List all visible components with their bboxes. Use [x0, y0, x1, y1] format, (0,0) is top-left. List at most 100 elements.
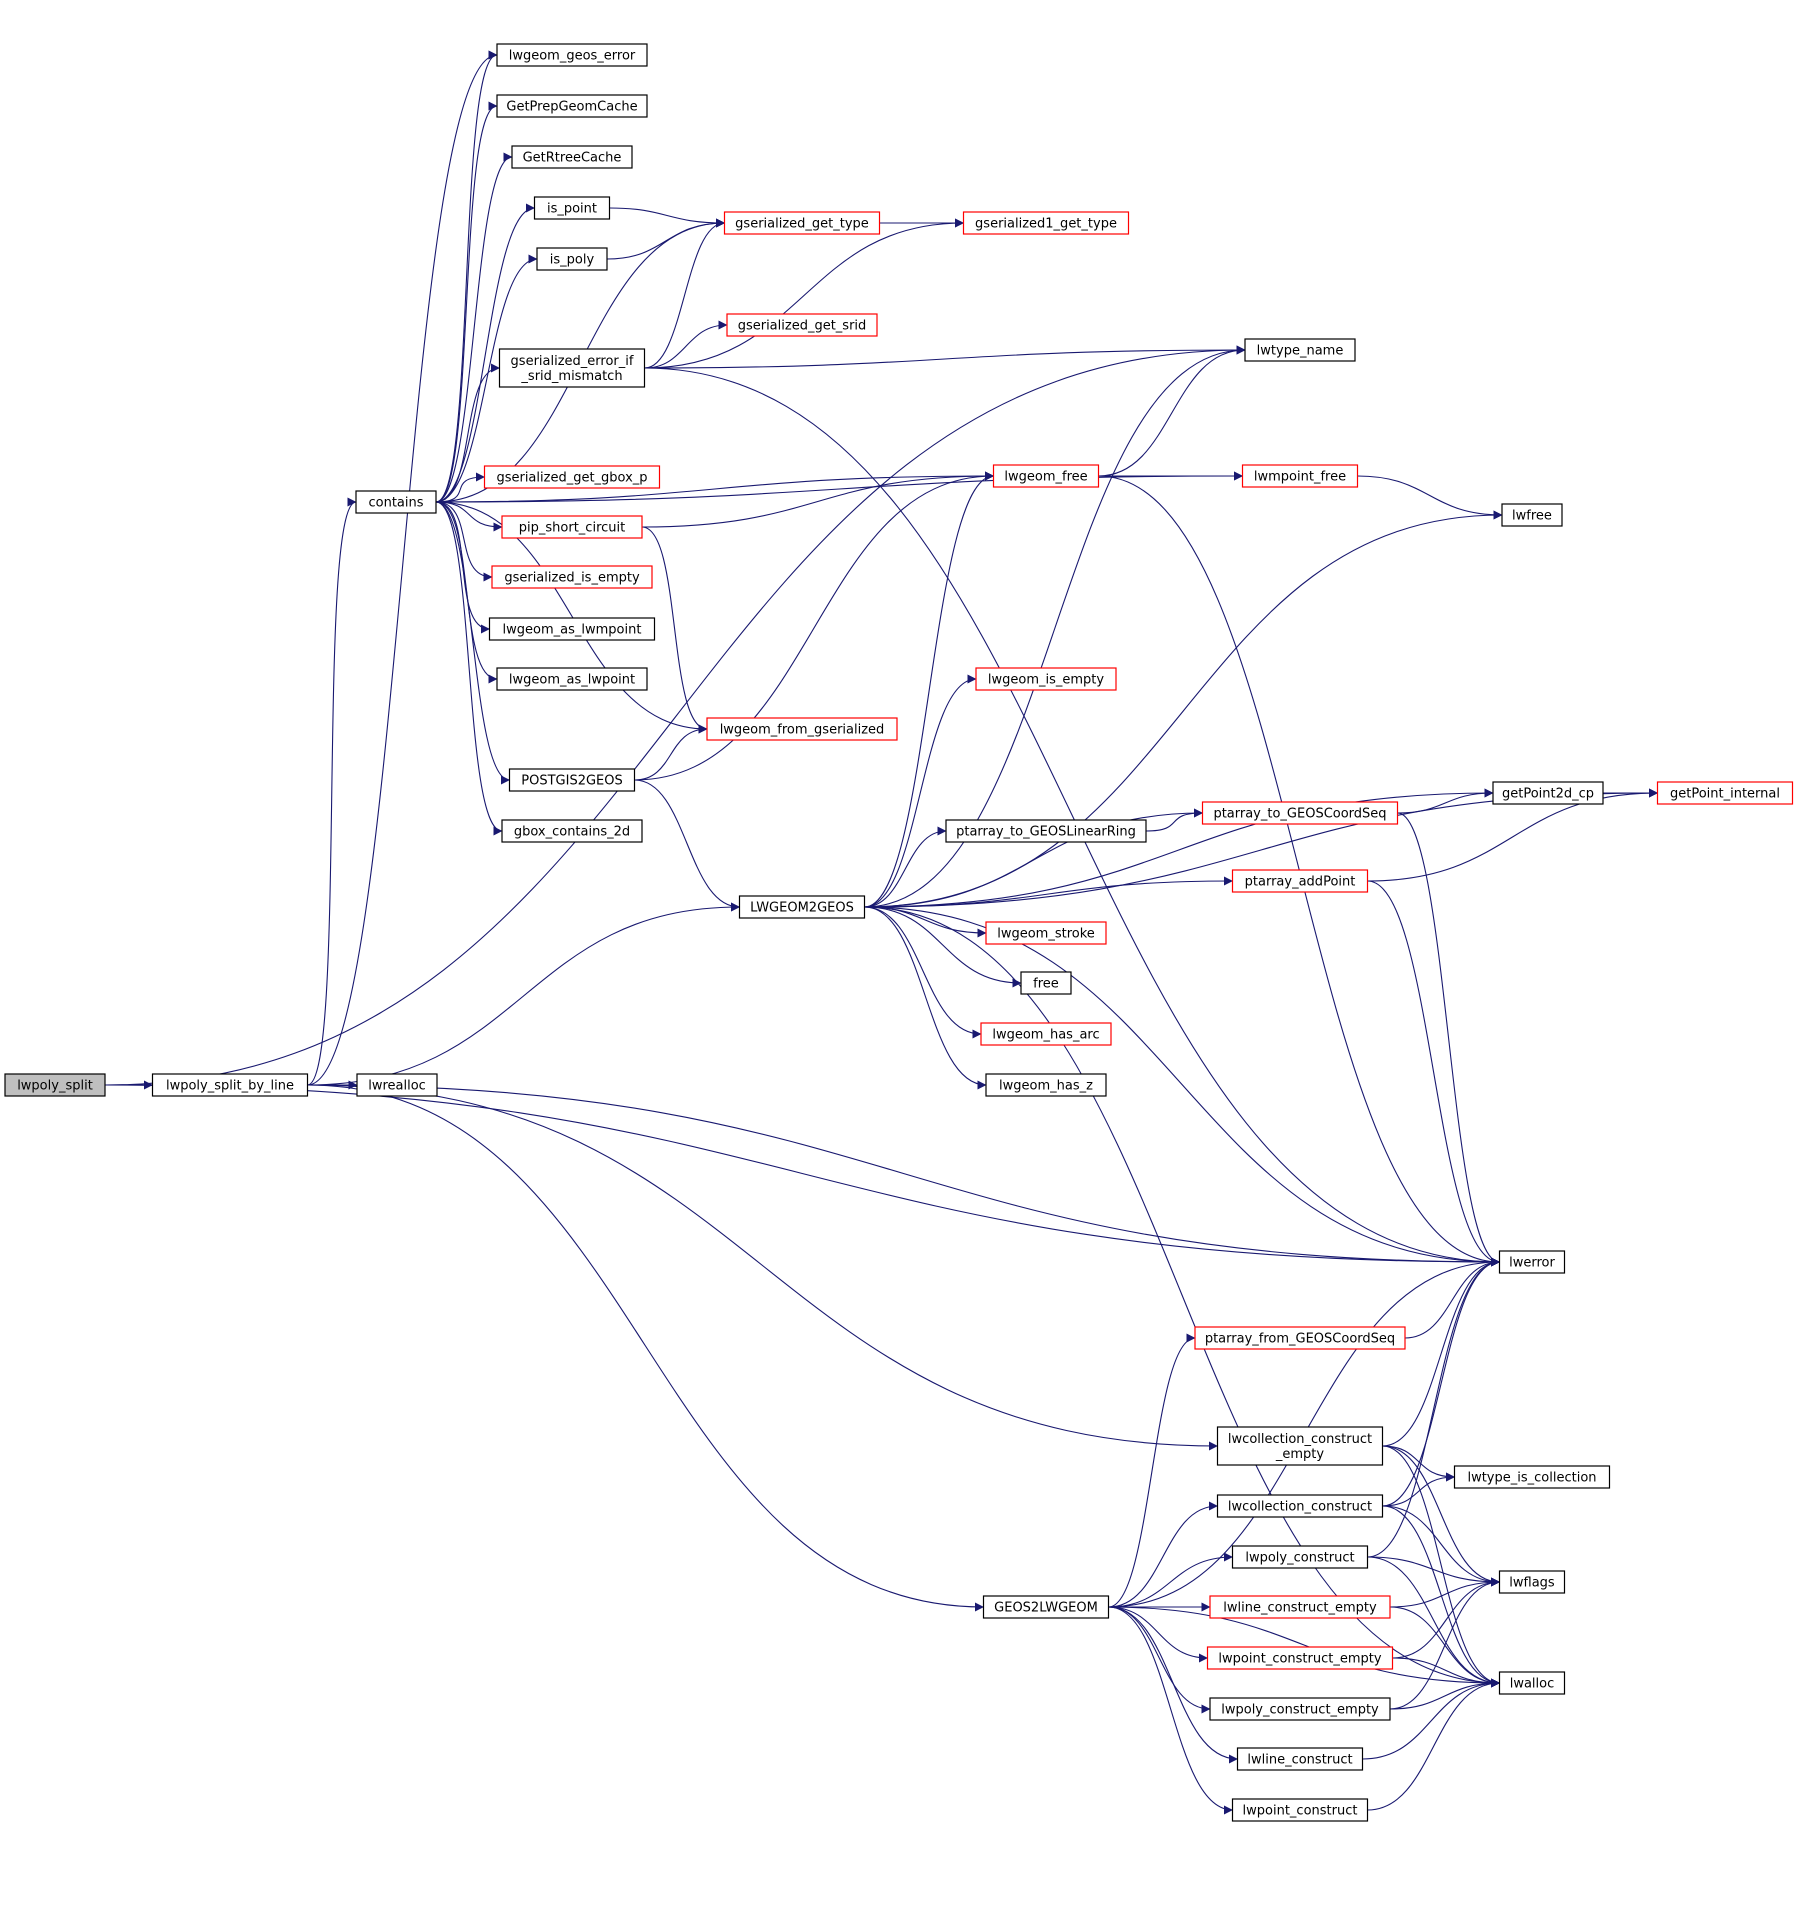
node-contains[interactable]: contains — [355, 490, 437, 514]
node-ptarray_to_GEOSLinearRing[interactable]: ptarray_to_GEOSLinearRing — [945, 819, 1147, 843]
node-lwpoly_construct[interactable]: lwpoly_construct — [1231, 1545, 1369, 1569]
node-lwgeom_geos_error[interactable]: lwgeom_geos_error — [496, 43, 648, 67]
node-LWGEOM2GEOS[interactable]: LWGEOM2GEOS — [738, 895, 866, 919]
node-pip_short_circuit[interactable]: pip_short_circuit — [501, 515, 643, 539]
node-lwtype_is_collection[interactable]: lwtype_is_collection — [1453, 1465, 1611, 1489]
node-box-GetPrepGeomCache — [496, 94, 648, 118]
edge-contains-to-GetRtreeCache — [435, 152, 513, 503]
node-lwpoly_construct_empty[interactable]: lwpoly_construct_empty — [1209, 1697, 1391, 1721]
node-box-lwfree — [1501, 503, 1563, 527]
node-label-lwcollection_construct_empty: _empty — [1275, 1447, 1325, 1462]
node-box-gbox_contains_2d — [501, 819, 643, 843]
node-label-free: free — [1033, 977, 1059, 992]
node-ptarray_to_GEOSCoordSeq[interactable]: ptarray_to_GEOSCoordSeq — [1201, 801, 1399, 825]
node-lwgeom_is_empty[interactable]: lwgeom_is_empty — [975, 667, 1117, 691]
node-getPoint_internal[interactable]: getPoint_internal — [1656, 781, 1794, 805]
node-box-lwgeom_has_arc — [980, 1022, 1112, 1046]
edge-ptarray_addPoint-to-lwerror — [1367, 880, 1500, 1267]
node-lwpoint_construct_empty[interactable]: lwpoint_construct_empty — [1206, 1646, 1394, 1670]
edge-ptarray_from_GEOSCoordSeq-to-lwerror — [1404, 1257, 1500, 1339]
node-lwgeom_has_arc[interactable]: lwgeom_has_arc — [980, 1022, 1112, 1046]
node-lwpoly_split_by_line[interactable]: lwpoly_split_by_line — [151, 1073, 309, 1097]
node-GetRtreeCache[interactable]: GetRtreeCache — [511, 145, 633, 169]
node-lwcollection_construct[interactable]: lwcollection_construct — [1216, 1494, 1384, 1518]
edge-lwgeom_free-to-lwtype_name — [1098, 345, 1246, 477]
edge-lwmpoint_free-to-lwfree — [1357, 475, 1503, 520]
node-is_point[interactable]: is_point — [533, 196, 611, 220]
node-gserialized_error_if_srid_mismatch[interactable]: gserialized_error_if_srid_mismatch — [498, 348, 646, 388]
node-lwline_construct_empty[interactable]: lwline_construct_empty — [1209, 1595, 1391, 1619]
node-lwrealloc[interactable]: lwrealloc — [356, 1073, 438, 1097]
node-label-lwgeom_has_arc: lwgeom_has_arc — [992, 1028, 1099, 1043]
node-lwline_construct[interactable]: lwline_construct — [1236, 1747, 1364, 1771]
edge-lwpoly_split_by_line-to-lwerror — [307, 1084, 1500, 1267]
nodes-layer: lwpoly_split lwpoly_split_by_line lwreallo… — [4, 43, 1794, 1822]
node-label-LWGEOM2GEOS: LWGEOM2GEOS — [750, 901, 854, 916]
edge-LWGEOM2GEOS-to-lwtype_name — [864, 345, 1246, 908]
edge-contains-to-is_point — [435, 203, 535, 503]
edge-ptarray_to_GEOSLinearRing-to-ptarray_to_GEOSCoordSeq — [1145, 808, 1203, 832]
node-box-lwgeom_has_z — [985, 1073, 1107, 1097]
edge-LWGEOM2GEOS-to-lwgeom_free — [864, 471, 994, 908]
node-label-lwcollection_construct: lwcollection_construct — [1228, 1500, 1372, 1515]
edge-lwline_construct_empty-to-lwflags — [1389, 1577, 1500, 1608]
edge-lwcollection_construct_empty-to-lwalloc — [1382, 1445, 1500, 1688]
node-box-lwcollection_construct — [1216, 1494, 1384, 1518]
node-label-lwrealloc: lwrealloc — [368, 1079, 426, 1094]
node-lwflags[interactable]: lwflags — [1498, 1570, 1566, 1594]
node-label-lwgeom_has_z: lwgeom_has_z — [999, 1079, 1093, 1094]
node-gserialized_get_type[interactable]: gserialized_get_type — [723, 211, 881, 235]
node-label-gserialized_get_type: gserialized_get_type — [735, 217, 869, 232]
edge-lwpoly_construct_empty-to-lwalloc — [1389, 1678, 1500, 1710]
edge-GEOS2LWGEOM-to-ptarray_from_GEOSCoordSeq — [1108, 1333, 1196, 1608]
node-lwgeom_as_lwpoint[interactable]: lwgeom_as_lwpoint — [496, 667, 648, 691]
node-box-gserialized_is_empty — [491, 565, 653, 589]
node-POSTGIS2GEOS[interactable]: POSTGIS2GEOS — [508, 768, 636, 792]
node-GEOS2LWGEOM[interactable]: GEOS2LWGEOM — [982, 1595, 1110, 1619]
node-lwtype_name[interactable]: lwtype_name — [1244, 338, 1356, 362]
edge-is_poly-to-gserialized_get_type — [606, 218, 725, 260]
node-box-POSTGIS2GEOS — [508, 768, 636, 792]
edge-contains-to-gserialized_error_if_srid_mismatch — [435, 363, 500, 503]
node-label-lwgeom_stroke: lwgeom_stroke — [997, 927, 1095, 942]
node-lwgeom_free[interactable]: lwgeom_free — [992, 464, 1100, 488]
node-label-pip_short_circuit: pip_short_circuit — [519, 521, 625, 536]
node-lwgeom_has_z[interactable]: lwgeom_has_z — [985, 1073, 1107, 1097]
node-gserialized_get_srid[interactable]: gserialized_get_srid — [726, 313, 878, 337]
node-gserialized_is_empty[interactable]: gserialized_is_empty — [491, 565, 653, 589]
node-label-lwgeom_as_lwmpoint: lwgeom_as_lwmpoint — [503, 623, 642, 638]
node-lwcollection_construct_empty[interactable]: lwcollection_construct_empty — [1216, 1426, 1384, 1466]
node-gserialized_get_gbox_p[interactable]: gserialized_get_gbox_p — [483, 465, 661, 489]
node-lwfree[interactable]: lwfree — [1501, 503, 1563, 527]
node-lwmpoint_free[interactable]: lwmpoint_free — [1241, 464, 1359, 488]
node-gbox_contains_2d[interactable]: gbox_contains_2d — [501, 819, 643, 843]
edge-gserialized_error_if_srid_mismatch-to-gserialized_get_type — [644, 218, 725, 369]
node-ptarray_addPoint[interactable]: ptarray_addPoint — [1231, 869, 1369, 893]
node-is_poly[interactable]: is_poly — [536, 247, 608, 271]
node-box-gserialized_get_gbox_p — [483, 465, 661, 489]
node-getPoint2d_cp[interactable]: getPoint2d_cp — [1492, 781, 1604, 805]
edge-gserialized_error_if_srid_mismatch-to-gserialized1_get_type — [644, 218, 964, 369]
node-label-lwcollection_construct_empty: lwcollection_construct — [1228, 1432, 1372, 1447]
node-lwpoly_split[interactable]: lwpoly_split — [4, 1073, 106, 1097]
node-box-lwgeom_as_lwmpoint — [488, 617, 656, 641]
node-box-is_poly — [536, 247, 608, 271]
node-lwgeom_from_gserialized[interactable]: lwgeom_from_gserialized — [706, 717, 898, 741]
node-label-gbox_contains_2d: gbox_contains_2d — [514, 825, 630, 840]
node-label-lwgeom_free: lwgeom_free — [1004, 470, 1087, 485]
node-lwerror[interactable]: lwerror — [1498, 1250, 1566, 1274]
node-label-lwfree: lwfree — [1512, 509, 1552, 524]
node-GetPrepGeomCache[interactable]: GetPrepGeomCache — [496, 94, 648, 118]
node-ptarray_from_GEOSCoordSeq[interactable]: ptarray_from_GEOSCoordSeq — [1194, 1326, 1406, 1350]
edge-GEOS2LWGEOM-to-lwcollection_construct — [1108, 1501, 1218, 1608]
edge-contains-to-GetPrepGeomCache — [435, 101, 498, 503]
node-box-lwflags — [1498, 1570, 1566, 1594]
node-lwgeom_stroke[interactable]: lwgeom_stroke — [985, 921, 1107, 945]
node-lwalloc[interactable]: lwalloc — [1498, 1671, 1566, 1695]
edge-lwpoly_construct-to-lwflags — [1367, 1556, 1500, 1587]
node-lwpoint_construct[interactable]: lwpoint_construct — [1231, 1798, 1369, 1822]
node-gserialized1_get_type[interactable]: gserialized1_get_type — [962, 211, 1130, 235]
node-free[interactable]: free — [1020, 971, 1072, 995]
node-lwgeom_as_lwmpoint[interactable]: lwgeom_as_lwmpoint — [488, 617, 656, 641]
